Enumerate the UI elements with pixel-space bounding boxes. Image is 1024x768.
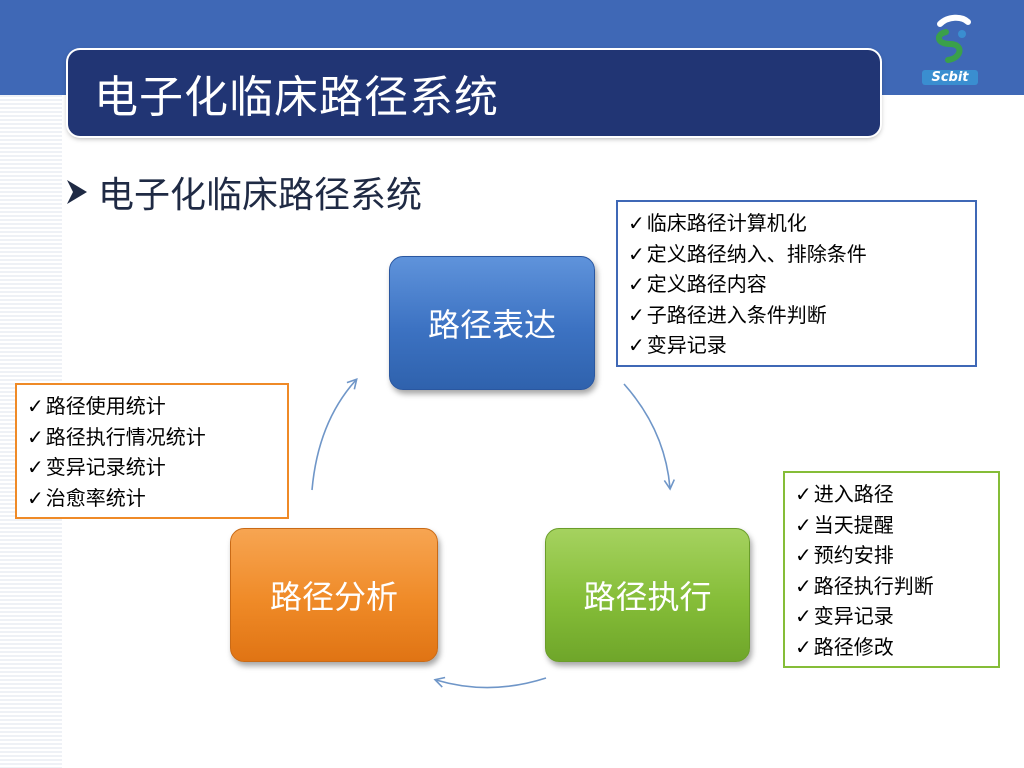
list-item: ✓当天提醒	[795, 510, 988, 541]
title-bar: 电子化临床路径系统	[68, 50, 880, 136]
list-item: ✓定义路径内容	[628, 269, 965, 300]
logo-text: Scbit	[922, 70, 978, 85]
check-icon: ✓	[628, 211, 645, 235]
node-path-expression: 路径表达	[389, 256, 595, 390]
list-item: ✓变异记录	[795, 601, 988, 632]
arrow-analysis-to-expression	[311, 378, 358, 491]
expression-features-box: ✓临床路径计算机化 ✓定义路径纳入、排除条件 ✓定义路径内容 ✓子路径进入条件判…	[616, 200, 977, 367]
list-item: ✓预约安排	[795, 540, 988, 571]
check-icon: ✓	[27, 394, 44, 418]
analysis-features-box: ✓路径使用统计 ✓路径执行情况统计 ✓变异记录统计 ✓治愈率统计	[15, 383, 289, 519]
check-icon: ✓	[27, 424, 44, 449]
check-icon: ✓	[628, 241, 645, 266]
scbit-logo: Scbit	[922, 14, 978, 90]
check-icon: ✓	[628, 302, 645, 327]
list-item: ✓治愈率统计	[27, 483, 277, 514]
node-label: 路径表达	[427, 306, 556, 344]
check-icon: ✓	[795, 512, 812, 537]
right-arrow-icon	[67, 180, 87, 204]
check-icon: ✓	[795, 634, 812, 659]
check-icon: ✓	[795, 543, 812, 568]
list-item: ✓路径执行判断	[795, 571, 988, 602]
arrow-execution-to-analysis	[433, 676, 547, 689]
check-icon: ✓	[795, 604, 812, 629]
subtitle-text: 电子化临床路径系统	[98, 175, 423, 216]
node-label: 路径分析	[269, 578, 398, 616]
execution-features-box: ✓进入路径 ✓当天提醒 ✓预约安排 ✓路径执行判断 ✓变异记录 ✓路径修改	[783, 471, 1000, 668]
scbit-logo-icon	[936, 14, 971, 63]
check-icon: ✓	[27, 455, 44, 480]
list-item: ✓进入路径	[795, 479, 988, 510]
check-icon: ✓	[628, 272, 645, 297]
node-label: 路径执行	[583, 578, 712, 616]
list-item: ✓临床路径计算机化	[628, 208, 965, 239]
check-icon: ✓	[628, 333, 645, 358]
list-item: ✓路径使用统计	[27, 391, 277, 422]
node-path-execution: 路径执行	[545, 528, 750, 662]
list-item: ✓变异记录统计	[27, 452, 277, 483]
list-item: ✓子路径进入条件判断	[628, 300, 965, 331]
check-icon: ✓	[795, 482, 812, 506]
check-icon: ✓	[795, 573, 812, 598]
list-item: ✓路径执行情况统计	[27, 422, 277, 453]
list-item: ✓定义路径纳入、排除条件	[628, 239, 965, 270]
arrow-expression-to-execution	[623, 383, 676, 491]
page-title: 电子化临床路径系统	[94, 72, 499, 123]
node-path-analysis: 路径分析	[230, 528, 438, 662]
subtitle: 电子化临床路径系统	[64, 166, 422, 218]
list-item: ✓路径修改	[795, 632, 988, 663]
list-item: ✓变异记录	[628, 330, 965, 361]
check-icon: ✓	[27, 485, 44, 510]
